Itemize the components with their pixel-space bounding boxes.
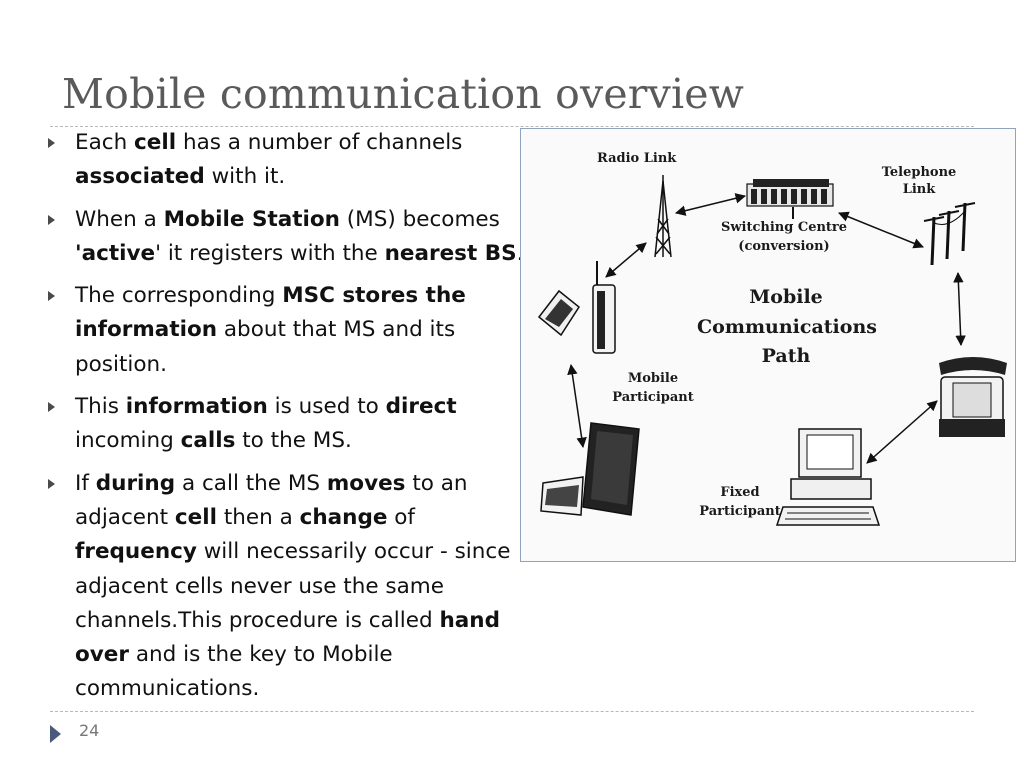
telephone-link-label-2: Link xyxy=(903,182,937,197)
text-run: about that MS and its position. xyxy=(75,317,456,377)
bullet-item: If during a call the MS moves to an adja… xyxy=(44,467,526,707)
text-run: of xyxy=(387,504,415,530)
text-run: is used to xyxy=(267,394,386,420)
mobile-participant-label: Mobile xyxy=(628,371,678,386)
bold-text: hand over xyxy=(75,607,500,668)
bold-text: associated xyxy=(75,164,205,190)
bullet-item: The corresponding MSC stores the informa… xyxy=(44,279,526,382)
fixed-participant-label: Fixed xyxy=(720,485,759,500)
bold-text: 'active xyxy=(75,240,156,266)
figure-illustration: Radio Link Telephone Link Switching Cent… xyxy=(537,151,1007,526)
radio-tower-icon xyxy=(654,175,672,258)
bullet-arrow-icon xyxy=(48,478,55,489)
bold-text: moves xyxy=(326,470,406,496)
fixed-participant-label-2: Participant xyxy=(699,504,780,519)
bullet-arrow-icon xyxy=(48,291,55,302)
bold-text: nearest BS xyxy=(384,240,517,266)
page-number: 24 xyxy=(79,721,100,740)
center-label-path: Path xyxy=(762,345,811,367)
telephone-link-label: Telephone xyxy=(882,165,957,180)
bold-text: during xyxy=(95,470,176,496)
arrow-mobile-laptop xyxy=(567,363,587,449)
desktop-computer-icon xyxy=(775,428,881,526)
laptop-icon xyxy=(540,422,640,516)
text-run: will necessarily occur - since adjacent … xyxy=(75,539,511,633)
bold-text: frequency xyxy=(75,539,197,565)
center-label-communications: Communications xyxy=(697,316,877,338)
text-run: When a xyxy=(75,206,164,232)
center-label-mobile: Mobile xyxy=(749,286,823,308)
bold-text: calls xyxy=(180,428,236,454)
bullet-arrow-icon xyxy=(48,402,55,413)
arrow-radio-mobile xyxy=(605,242,647,278)
bullet-text: When a Mobile Station (MS) becomes 'acti… xyxy=(75,207,523,266)
mobile-communications-path-figure: Radio Link Telephone Link Switching Cent… xyxy=(520,128,1016,562)
bullet-text: The corresponding MSC stores the informa… xyxy=(75,283,466,377)
bold-text: Mobile Station xyxy=(163,206,340,232)
footer-divider xyxy=(50,711,974,712)
mobile-phone-icon xyxy=(537,261,616,354)
bold-text: MSC stores the information xyxy=(75,283,466,343)
bullet-item: This information is used to direct incom… xyxy=(44,390,526,459)
bold-text: information xyxy=(125,394,268,420)
switching-centre-label: Switching Centre xyxy=(721,220,847,235)
text-run: ' it registers with the xyxy=(155,240,385,266)
mobile-participant-label-2: Participant xyxy=(612,390,693,405)
text-run: to the MS. xyxy=(235,428,352,454)
slide-title: Mobile communication overview xyxy=(62,70,745,118)
footer-arrow-icon xyxy=(50,725,61,743)
text-run: incoming xyxy=(75,428,181,454)
text-run: (MS) becomes xyxy=(339,206,500,232)
text-run: The corresponding xyxy=(75,283,283,309)
switching-centre-icon xyxy=(746,179,834,219)
telephone-poles-icon xyxy=(923,202,976,266)
arrow-phone-computer xyxy=(866,400,938,464)
bullet-item: When a Mobile Station (MS) becomes 'acti… xyxy=(44,203,526,272)
bullet-item: Each cell has a number of channels assoc… xyxy=(44,126,526,195)
text-run: a call the MS xyxy=(175,470,327,496)
bullet-list: Each cell has a number of channels assoc… xyxy=(44,126,526,715)
text-run: This xyxy=(75,394,126,420)
bullet-arrow-icon xyxy=(48,214,55,225)
connection-arrows xyxy=(567,193,966,464)
bold-text: direct xyxy=(385,394,457,420)
bold-text: cell xyxy=(134,130,177,155)
arrow-radio-switching xyxy=(674,193,747,216)
radio-link-label: Radio Link xyxy=(597,151,677,166)
desk-telephone-icon xyxy=(939,357,1007,437)
title-divider xyxy=(50,126,974,127)
arrow-telephone-link-phone xyxy=(953,271,966,347)
bullet-arrow-icon xyxy=(48,138,55,148)
bold-text: cell xyxy=(174,504,217,530)
bold-text: change xyxy=(299,504,388,530)
text-run: Each xyxy=(75,130,135,155)
switching-conversion-label: (conversion) xyxy=(738,239,829,254)
bullet-text: Each cell has a number of channels assoc… xyxy=(75,130,462,189)
text-run: to an adjacent xyxy=(75,470,468,530)
text-run: has a number of channels xyxy=(176,130,463,155)
bullet-text: If during a call the MS moves to an adja… xyxy=(75,471,510,702)
text-run: then a xyxy=(217,504,300,530)
text-run: and is the key to Mobile communications. xyxy=(75,642,393,702)
text-run: If xyxy=(75,470,96,496)
arrow-switching-telephone xyxy=(838,211,924,249)
text-run: with it. xyxy=(204,164,286,190)
bullet-text: This information is used to direct incom… xyxy=(75,394,457,453)
